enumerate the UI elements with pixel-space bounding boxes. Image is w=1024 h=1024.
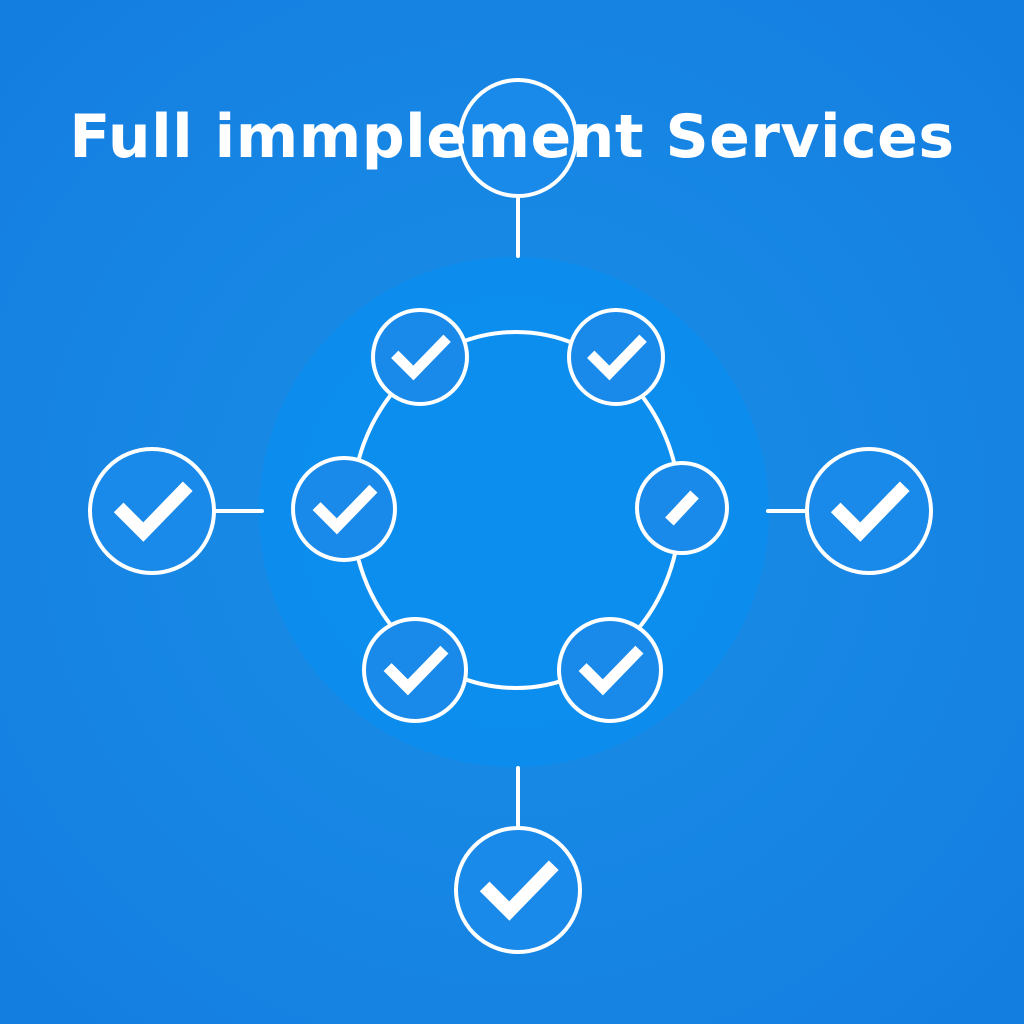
node-circle — [454, 826, 582, 954]
check-icon — [383, 645, 449, 696]
node-top — [458, 78, 578, 198]
node-left — [88, 447, 216, 575]
node-ring-right — [635, 461, 729, 555]
nodes-layer — [88, 78, 933, 954]
node-circle — [557, 617, 663, 723]
check-icon — [312, 484, 378, 535]
check-icon — [587, 334, 647, 381]
node-ring-top-right — [567, 308, 665, 406]
node-ring-top-left — [371, 308, 469, 406]
node-circle — [805, 447, 933, 575]
node-ring-bottom-left — [362, 617, 468, 723]
node-circle — [567, 308, 665, 406]
node-ring-bottom-right — [557, 617, 663, 723]
node-right — [805, 447, 933, 575]
node-circle — [362, 617, 468, 723]
check-icon — [391, 334, 451, 381]
diagram-title: Full immplement Services — [69, 102, 955, 172]
slash-icon — [665, 490, 699, 526]
node-circle — [371, 308, 469, 406]
check-icon — [830, 481, 910, 542]
check-icon — [113, 481, 193, 542]
check-icon — [479, 860, 559, 921]
node-circle — [458, 78, 578, 198]
node-bottom — [454, 826, 582, 954]
node-ring-left — [291, 456, 397, 562]
check-icon — [578, 645, 644, 696]
node-circle — [88, 447, 216, 575]
node-circle — [291, 456, 397, 562]
